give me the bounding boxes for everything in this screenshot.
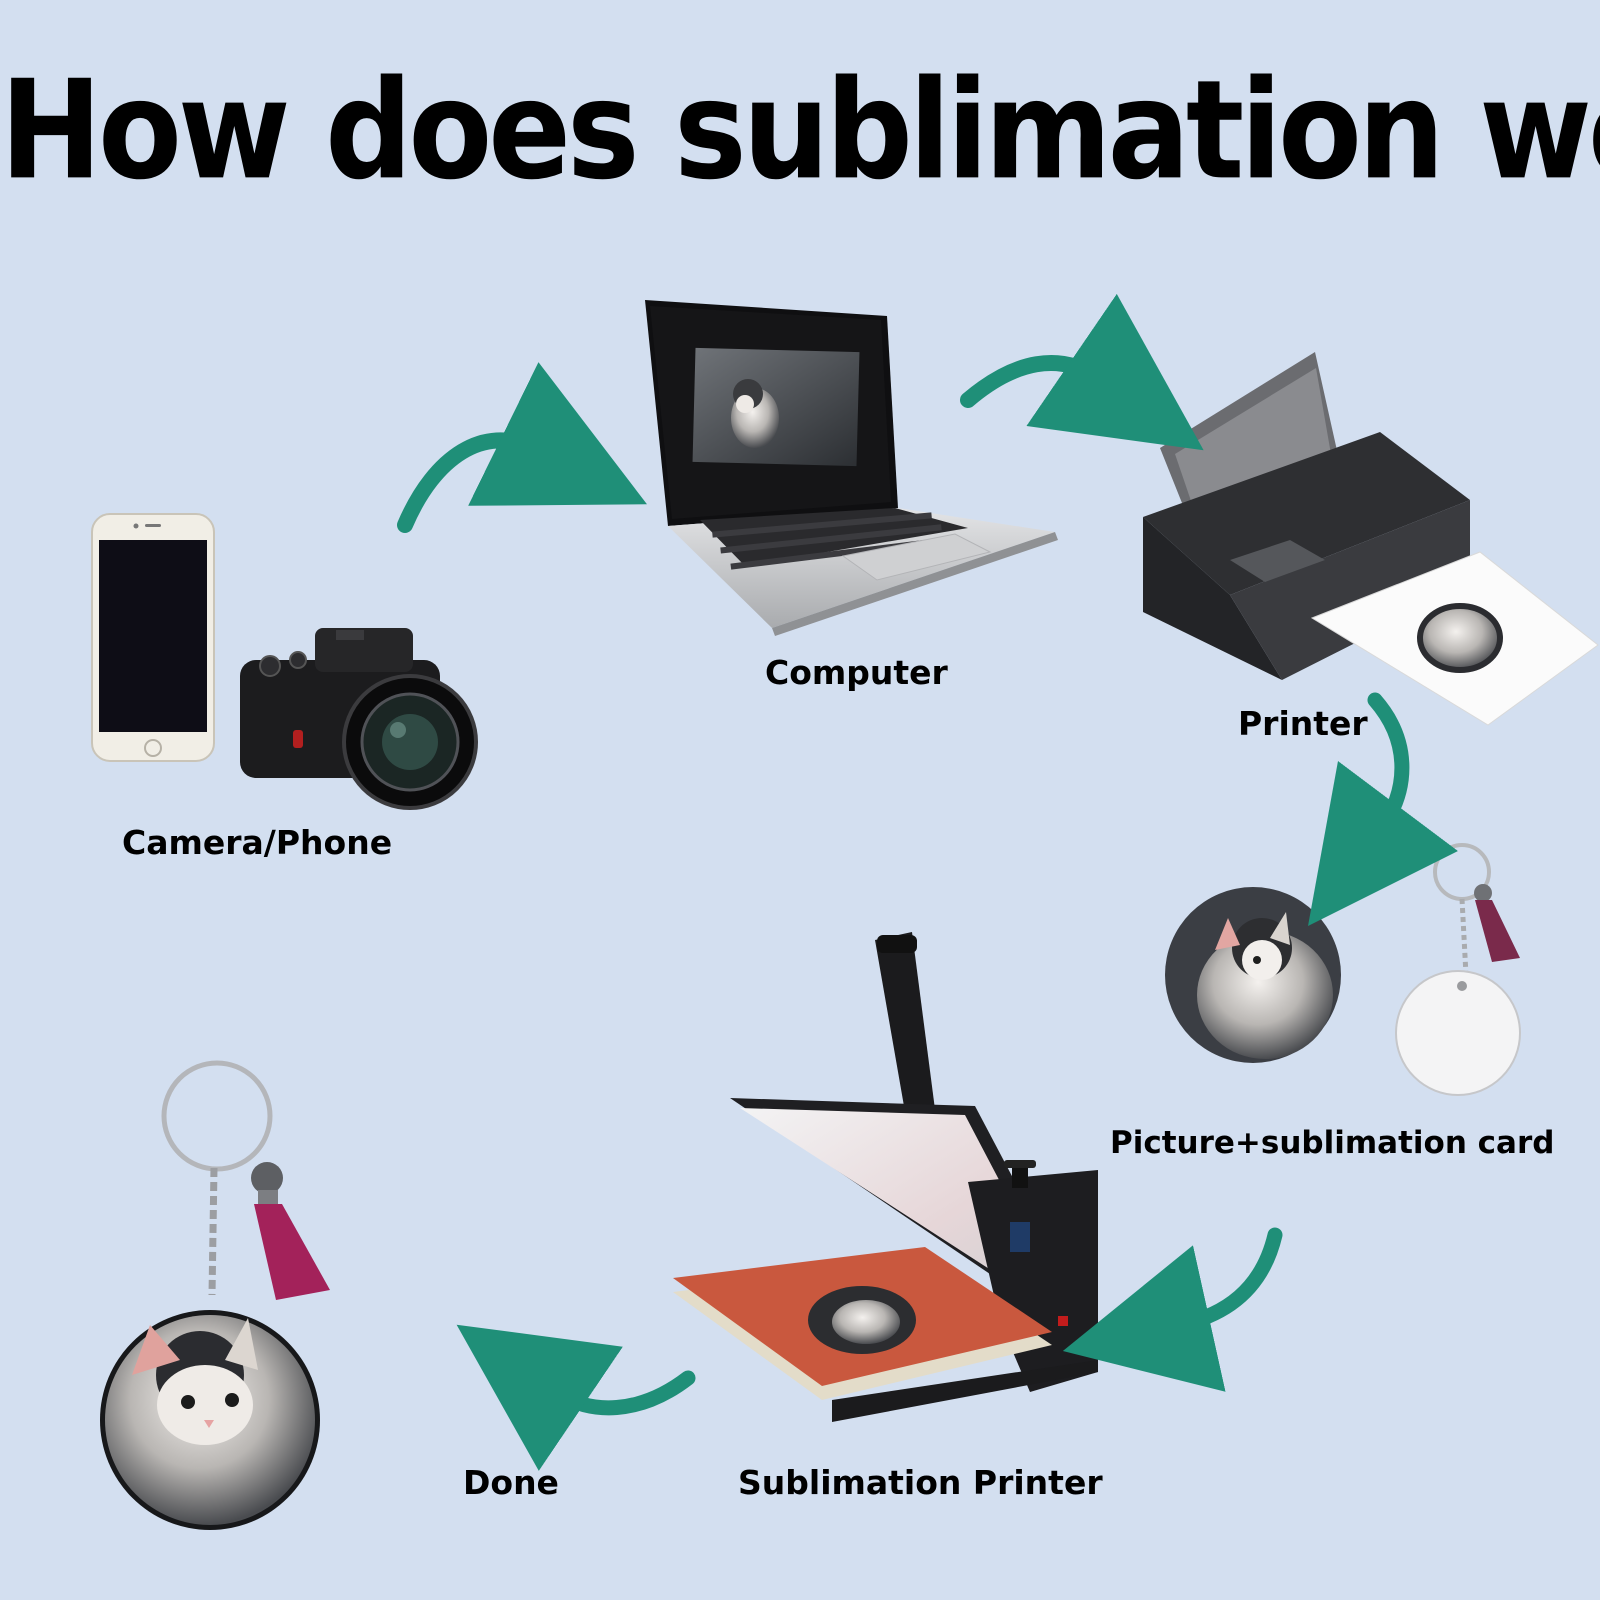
label-sublimation-printer: Sublimation Printer [738, 1463, 1103, 1502]
page-title: How does sublimation work [0, 50, 1600, 210]
heat-press-icon [673, 932, 1098, 1422]
arrow-icon [397, 362, 648, 533]
arrow-icon [960, 293, 1204, 451]
label-camera-phone: Camera/Phone [122, 823, 393, 862]
camera-icon [240, 628, 478, 810]
cat-picture-icon [1165, 887, 1341, 1063]
label-done: Done [463, 1463, 559, 1502]
label-printer: Printer [1238, 704, 1368, 743]
arrow-icon [1308, 692, 1459, 927]
finished-keychain-icon [100, 1060, 330, 1530]
label-picture-sublimation-card: Picture+sublimation card [1110, 1125, 1555, 1161]
label-computer: Computer [765, 653, 948, 692]
arrow-icon [456, 1324, 696, 1471]
laptop-icon [645, 300, 1058, 636]
phone-icon [91, 513, 215, 762]
arrow-icon [1062, 1227, 1283, 1392]
printer-icon [1143, 352, 1599, 726]
sublimation-card-icon [1395, 843, 1521, 1096]
